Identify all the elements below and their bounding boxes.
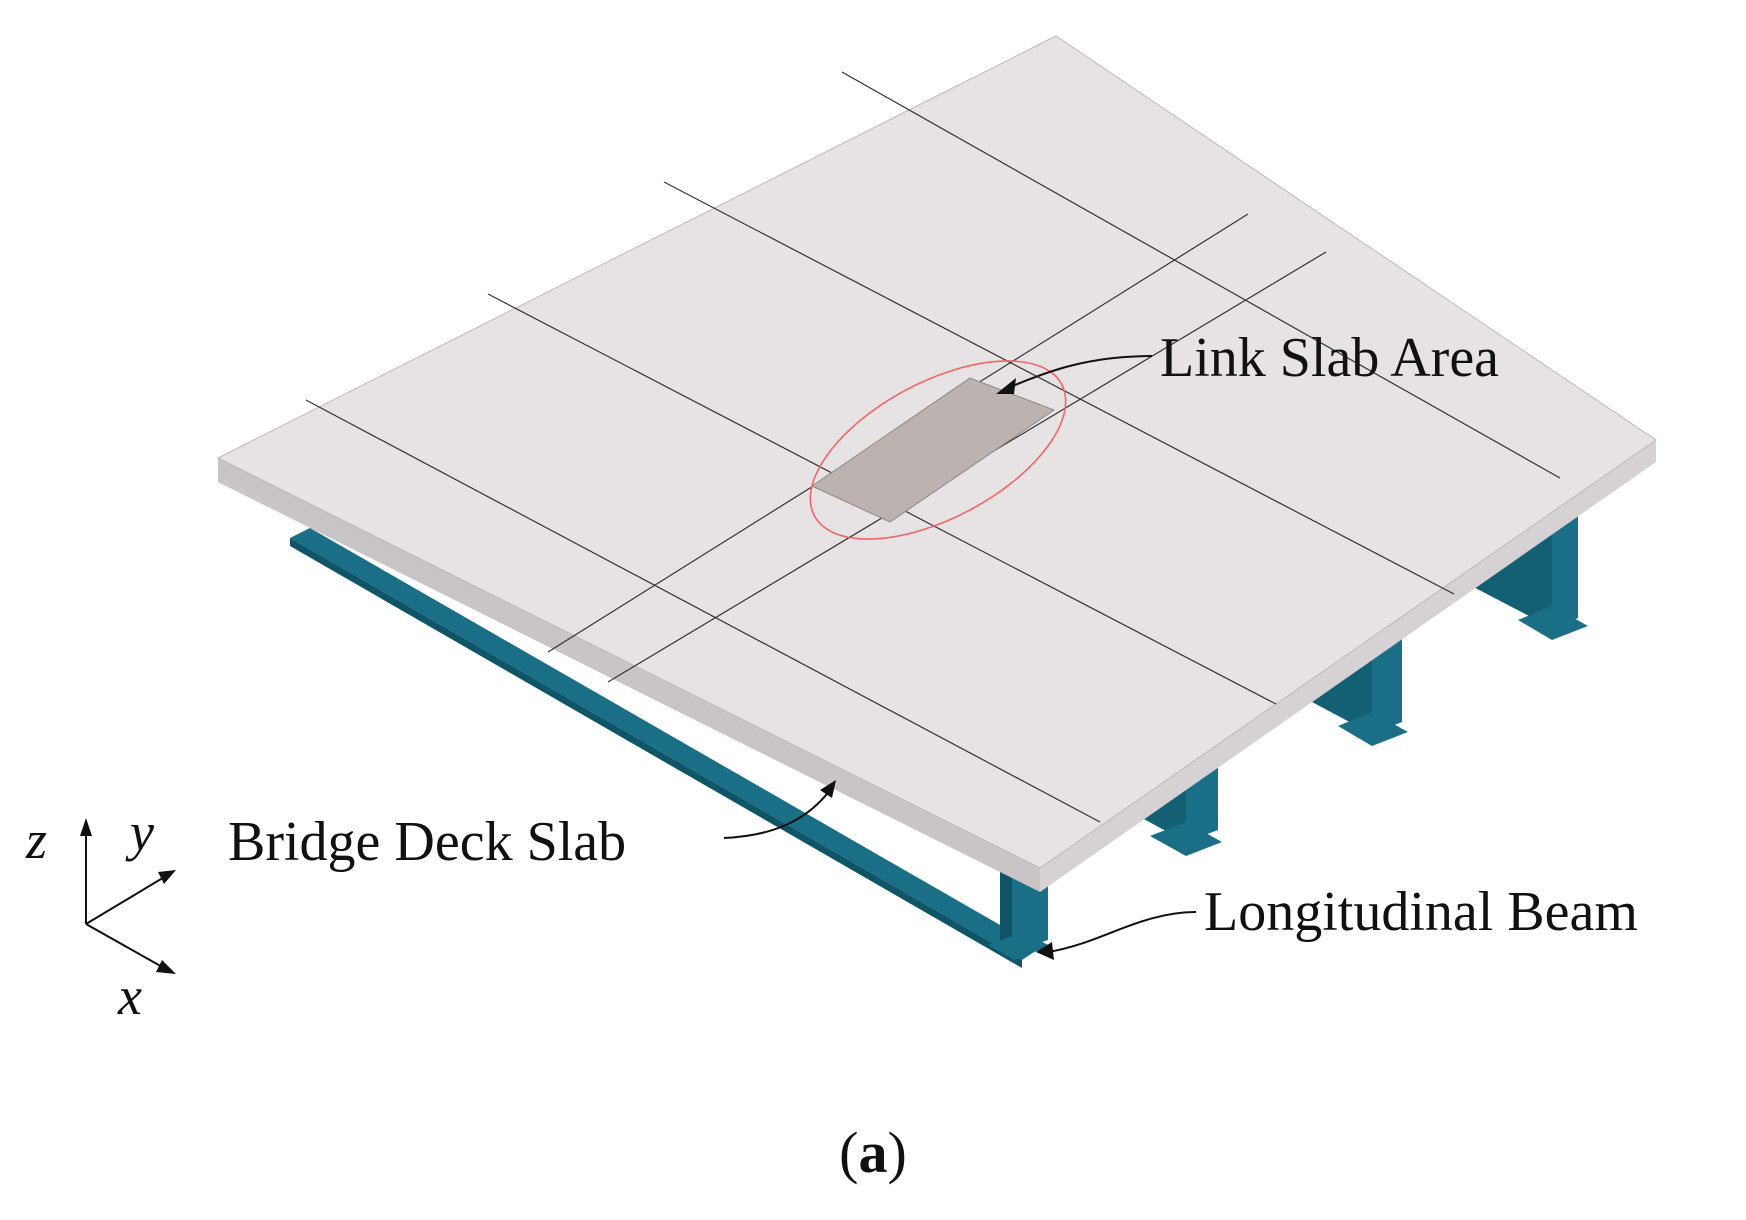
caption-open-paren: (	[839, 1120, 858, 1185]
y-axis-label: y	[125, 802, 154, 862]
beam-arrowhead	[1036, 942, 1054, 960]
beam-4-web	[1552, 502, 1578, 628]
longitudinal-beams	[290, 502, 1588, 968]
beam-leader	[1047, 911, 1197, 953]
beam-4-bottom-plate	[1518, 606, 1588, 640]
leader-arrows	[723, 355, 1197, 960]
beam-1-bottom-flange	[290, 528, 1040, 960]
grid-line-1	[305, 399, 1101, 823]
beam-1-bottom-flange-side	[290, 538, 1022, 968]
beam-1-bottom-plate	[988, 932, 1050, 960]
link-slab-area	[810, 377, 1056, 523]
link-slab-arrowhead	[996, 378, 1016, 394]
beam-2-bottom-plate	[1150, 822, 1222, 856]
longitudinal-beam-label: Longitudinal Beam	[1204, 881, 1638, 943]
axis-triad	[80, 818, 176, 974]
deck-slab	[216, 35, 1657, 892]
figure-caption: (a)	[839, 1120, 907, 1185]
x-axis-label: x	[117, 966, 142, 1026]
deck-slab-label: Bridge Deck Slab	[228, 811, 626, 873]
deck-slab-leader	[723, 789, 831, 839]
link-slab-leader	[1007, 355, 1153, 389]
z-axis-label: z	[25, 810, 47, 870]
z-axis-arrowhead	[80, 818, 92, 836]
grid-line-4	[841, 71, 1561, 479]
grid-line-3	[663, 181, 1455, 595]
deck-slab-arrowhead	[820, 780, 836, 798]
caption-letter: a	[859, 1120, 888, 1185]
deck-slab-right-edge	[1040, 440, 1656, 892]
link-slab-highlight-ellipse	[809, 360, 1067, 540]
beam-3-bottom-plate	[1338, 712, 1408, 746]
y-axis-line	[85, 875, 167, 925]
caption-close-paren: )	[888, 1120, 907, 1185]
x-axis-arrowhead	[156, 960, 176, 974]
x-axis-line	[85, 923, 165, 969]
link-slab-label: Link Slab Area	[1160, 327, 1499, 389]
y-axis-arrowhead	[158, 870, 176, 884]
